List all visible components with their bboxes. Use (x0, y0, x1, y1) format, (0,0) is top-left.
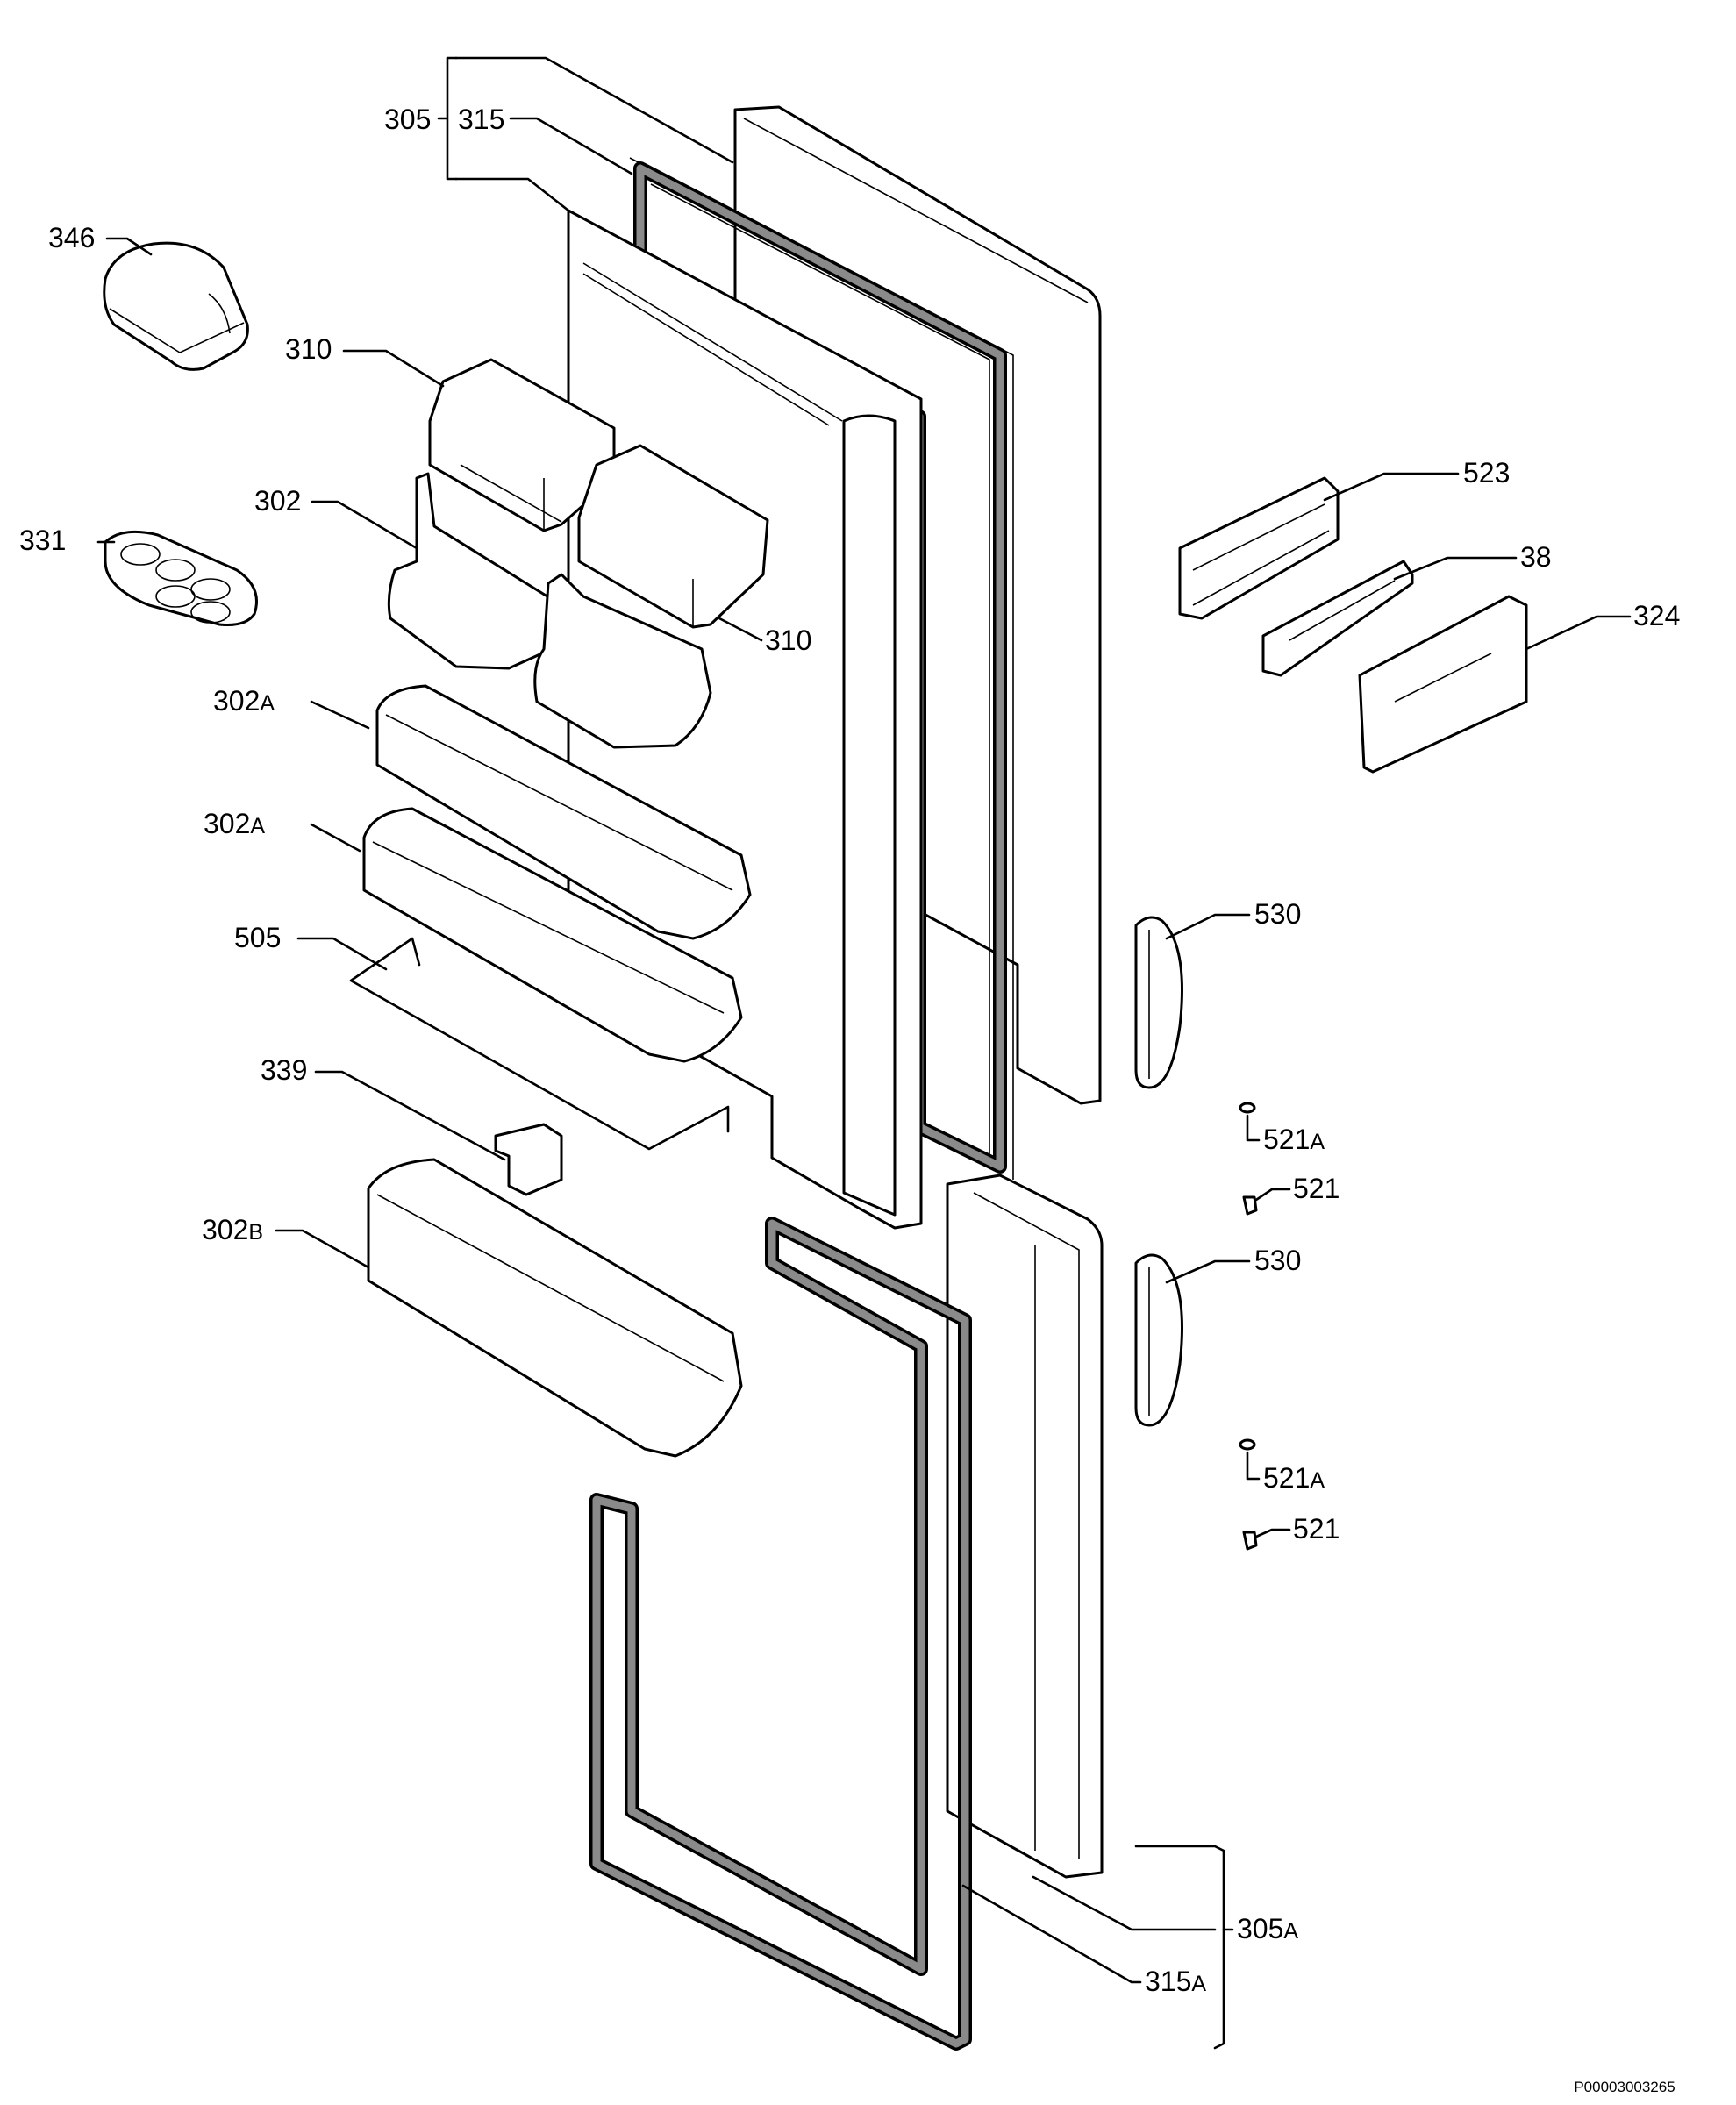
screw-cap-521a-lower (1239, 1438, 1256, 1451)
label-521a-lower: 521A (1263, 1462, 1325, 1494)
drawing-code: P00003003265 (1574, 2079, 1675, 2095)
lower-door-outer-panel (946, 1174, 1104, 1879)
screw-521-lower (1242, 1531, 1258, 1551)
bottle-rail-505 (349, 937, 730, 1151)
label-530-upper: 530 (1254, 898, 1301, 930)
butter-compartment-310-left (428, 358, 616, 532)
display-module-38 (1261, 560, 1414, 677)
door-handle-530-upper (1134, 916, 1183, 1089)
part-labels: 305 315 346 310 302 331 310 302A 302A 50… (19, 103, 1680, 2095)
egg-shelf-302 (387, 472, 712, 749)
label-530-lower: 530 (1254, 1245, 1301, 1276)
leader-lines (96, 56, 1632, 2050)
label-324: 324 (1633, 600, 1680, 632)
label-346: 346 (48, 222, 95, 253)
label-305: 305 (384, 103, 431, 135)
label-302: 302 (254, 485, 301, 517)
label-310-top: 310 (285, 333, 332, 365)
screw-cap-521a-upper (1239, 1102, 1256, 1114)
label-505: 505 (234, 922, 281, 953)
butter-compartment-310-right (577, 444, 769, 629)
label-523: 523 (1463, 457, 1510, 489)
label-315: 315 (458, 103, 504, 135)
control-fascia-324 (1358, 595, 1528, 774)
label-331: 331 (19, 524, 66, 556)
door-shelf-302a-upper (375, 684, 752, 940)
door-shelf-302a-lower (362, 807, 743, 1063)
control-board-523 (1178, 476, 1340, 620)
screw-521-upper (1242, 1195, 1258, 1216)
label-310-right: 310 (765, 624, 811, 656)
label-315a: 315A (1145, 1966, 1206, 1997)
label-521-upper: 521 (1293, 1173, 1340, 1204)
label-305a: 305A (1237, 1913, 1298, 1944)
label-38: 38 (1520, 541, 1552, 573)
label-302b: 302B (202, 1214, 263, 1245)
label-302a-upper: 302A (213, 685, 275, 717)
label-339: 339 (261, 1054, 307, 1086)
egg-holder-346 (103, 241, 249, 371)
label-521a-upper: 521A (1263, 1124, 1325, 1155)
label-302a-lower: 302A (204, 808, 265, 839)
lower-door-gasket-315a (589, 1217, 972, 2051)
label-521-lower: 521 (1293, 1513, 1340, 1545)
door-handle-530-lower (1134, 1253, 1183, 1427)
bottle-clip-339 (494, 1123, 563, 1196)
egg-tray-331 (104, 530, 258, 626)
bottom-shelf-302b (367, 1158, 743, 1458)
